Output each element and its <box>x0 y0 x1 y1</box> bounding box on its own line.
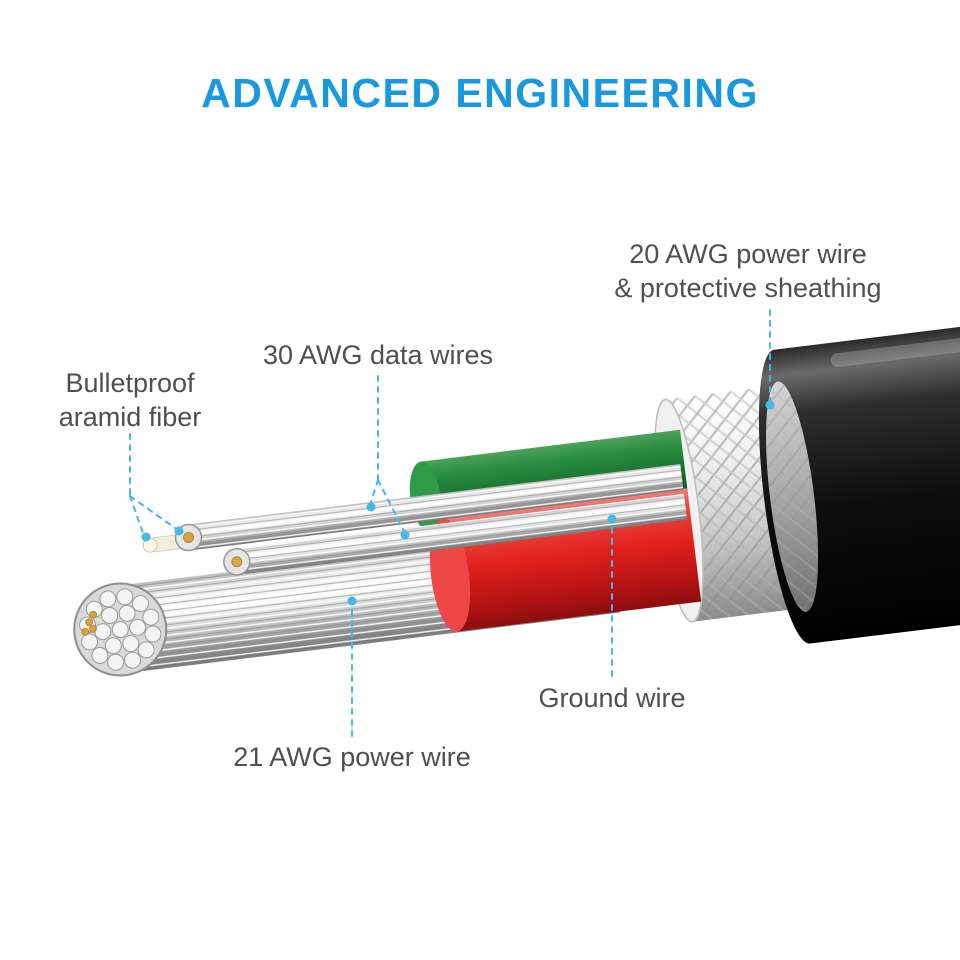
label-ground-text: Ground wire <box>538 683 686 713</box>
label-30awg-data-wires: 30 AWG data wires <box>238 338 518 372</box>
label-30awg-text: 30 AWG data wires <box>262 340 494 370</box>
label-21awg-power-wire: 21 AWG power wire <box>222 740 482 774</box>
leader-aramid <box>129 433 176 534</box>
label-20awg-line2: & protective sheathing <box>614 273 882 303</box>
leader-lines <box>129 309 775 737</box>
copper-strands <box>81 610 98 636</box>
data-wire-conductors-30awg <box>174 464 688 576</box>
label-bulletproof-aramid-fiber: Bulletproof aramid fiber <box>32 366 228 434</box>
leader-30awg <box>370 375 405 532</box>
label-20awg-power-wire: 20 AWG power wire & protective sheathing <box>578 237 918 305</box>
label-aramid-line2: aramid fiber <box>58 402 202 432</box>
label-aramid-line1: Bulletproof <box>65 368 195 398</box>
jacket-highlight <box>830 327 960 368</box>
leader-dots <box>141 400 775 606</box>
label-ground-wire: Ground wire <box>512 681 712 715</box>
page-title: ADVANCED ENGINEERING <box>201 70 759 116</box>
label-20awg-line1: 20 AWG power wire <box>629 239 867 269</box>
cable-assembly <box>73 312 960 677</box>
conductor-strands <box>79 588 162 671</box>
label-21awg-text: 21 AWG power wire <box>233 742 471 772</box>
cable-jacket <box>758 312 960 644</box>
